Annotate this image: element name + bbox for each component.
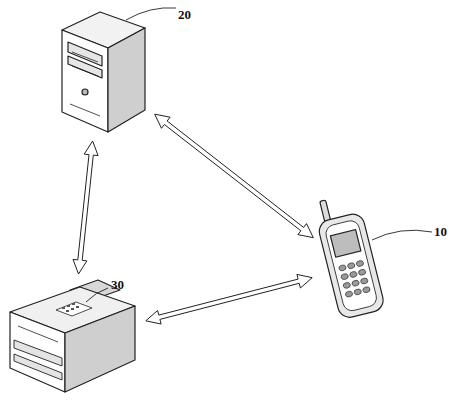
mobile-phone (312, 192, 432, 320)
leader-line (372, 230, 432, 240)
callout-number: 30 (111, 278, 124, 292)
callout-number: 20 (178, 8, 191, 22)
callout-number: 10 (434, 225, 447, 239)
printer-fax (10, 280, 135, 392)
double-arrow (155, 114, 314, 238)
phone-node: 10 (318, 205, 385, 330)
leader-line (86, 288, 108, 302)
printer-node: 30 (3, 280, 140, 400)
server-node: 20 (50, 8, 150, 135)
double-arrow (73, 141, 98, 274)
server-tower (62, 8, 176, 132)
double-arrow (146, 274, 312, 324)
leader-line (126, 8, 176, 20)
